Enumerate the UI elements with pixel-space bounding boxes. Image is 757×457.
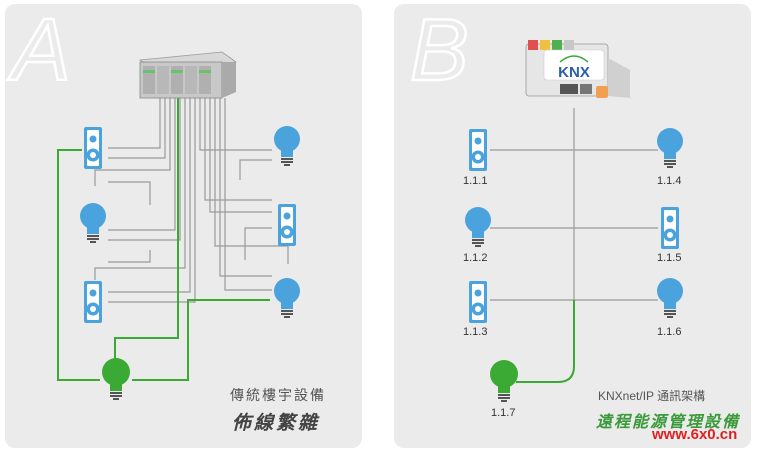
device-address-label: 1.1.5 — [657, 252, 682, 264]
panel-b-title: 遠程能源管理設備 — [596, 414, 741, 431]
panel-a-gray-wires — [94, 98, 289, 303]
watermark: www.6x0.cn — [652, 426, 738, 443]
speaker-icon — [661, 207, 679, 249]
device-address-label: 1.1.1 — [463, 175, 488, 187]
knx-ip-router — [525, 40, 630, 98]
panel-a-subtitle: 傳統樓宇設備 — [230, 387, 326, 403]
speaker-icon — [469, 129, 487, 171]
light-bulb-icon — [657, 128, 683, 168]
device-address-label: 1.1.7 — [491, 407, 516, 419]
light-bulb-icon — [657, 278, 683, 318]
panel-a-title: 佈線繁雜 — [232, 413, 321, 434]
speaker-icon — [278, 204, 296, 246]
green-light-bulb-icon — [490, 360, 518, 402]
knx-logo: KNX — [558, 64, 590, 81]
device-address-label: 1.1.6 — [657, 326, 682, 338]
light-bulb-icon — [80, 203, 106, 243]
panel-b-letter: B — [410, 0, 469, 99]
panel-b-bus-wires — [490, 108, 658, 301]
device-address-label: 1.1.2 — [463, 252, 488, 264]
panel-a-green-wires — [57, 98, 270, 381]
device-address-label: 1.1.3 — [463, 326, 488, 338]
green-light-bulb-icon — [102, 358, 130, 400]
speaker-icon — [469, 281, 487, 323]
panel-a-letter: A — [7, 0, 71, 99]
light-bulb-icon — [465, 207, 491, 247]
speaker-icon — [84, 281, 102, 323]
device-address-label: 1.1.4 — [657, 175, 682, 187]
light-bulb-icon — [274, 278, 300, 318]
panel-b-subtitle: KNXnet/IP 通訊架構 — [598, 389, 706, 403]
light-bulb-icon — [274, 126, 300, 166]
traditional-controller-cabinet — [138, 51, 238, 99]
speaker-icon — [84, 127, 102, 169]
panel-b-green-wire — [516, 300, 575, 383]
